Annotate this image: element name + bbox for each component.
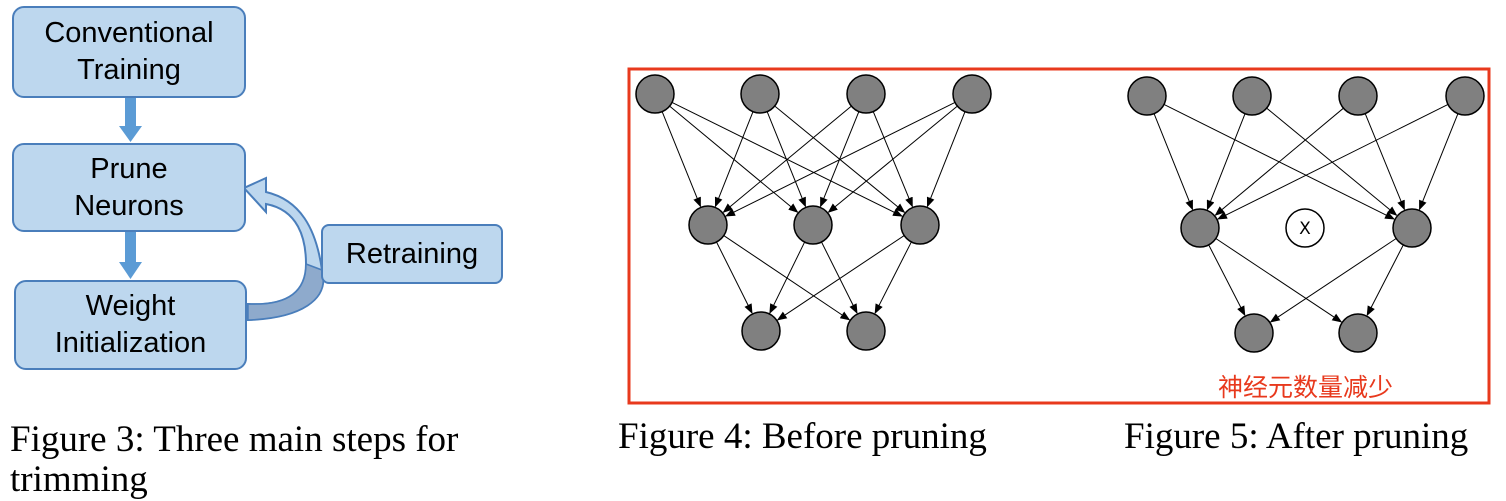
flow-arrow-1 <box>119 98 142 142</box>
neuron-node <box>1392 208 1432 248</box>
connection-edge <box>722 105 852 213</box>
figure5-caption: Figure 5: After pruning <box>1124 416 1469 457</box>
neuron-node <box>1232 76 1272 116</box>
neuron-node <box>1338 313 1378 353</box>
connection-edge <box>1214 107 1344 216</box>
neuron-node <box>1445 76 1485 116</box>
neuron-node <box>952 74 992 114</box>
connection-edge <box>1215 238 1343 323</box>
connection-edge <box>725 101 956 217</box>
neuron-node <box>1338 76 1378 116</box>
retraining-loop-shadow <box>247 262 324 321</box>
network-before-pruning <box>635 74 992 351</box>
step-weight-initialization: Weight Initialization <box>14 280 247 370</box>
step-conventional-training: Conventional Training <box>12 6 246 98</box>
connection-edge <box>769 241 806 314</box>
figure3-caption: Figure 3: Three main steps for <box>10 419 459 460</box>
network-frame <box>627 67 1491 405</box>
connection-edge <box>926 111 966 208</box>
figure3-caption-continued: trimming <box>10 459 148 500</box>
neuron-node <box>900 205 940 245</box>
connection-edge <box>820 111 860 208</box>
connection-edge <box>661 111 701 208</box>
neuron-node <box>1127 76 1167 116</box>
neuron-node <box>741 311 781 351</box>
connection-edge <box>1217 104 1449 220</box>
step-conventional-training-label: Conventional Training <box>44 17 214 86</box>
network-after-pruning: X <box>1127 76 1485 353</box>
connection-edge <box>714 111 754 208</box>
connection-edge <box>821 241 858 315</box>
retraining-box: Retraining <box>321 224 503 284</box>
connection-edge <box>1366 244 1404 317</box>
neuron-node <box>793 205 833 245</box>
connection-edge <box>1364 113 1405 211</box>
connection-edge <box>874 241 912 315</box>
step-weight-initialization-label: Weight Initialization <box>54 290 207 359</box>
pruned-mark: X <box>1299 219 1311 239</box>
connection-edge <box>1266 107 1398 216</box>
neuron-node <box>846 74 886 114</box>
step-prune-neurons: Prune Neurons <box>12 143 246 232</box>
retraining-label: Retraining <box>345 237 479 270</box>
pruned-neuron-node <box>1285 208 1325 248</box>
connection-edge <box>716 241 753 315</box>
connection-edge <box>827 105 958 213</box>
neuron-node <box>1234 313 1274 353</box>
flow-arrow-2 <box>119 232 142 279</box>
neuron-node <box>1180 208 1220 248</box>
connection-edge <box>776 235 905 321</box>
connection-edge <box>1208 244 1246 317</box>
neuron-node <box>635 74 675 114</box>
neuron-node <box>846 311 886 351</box>
connection-edge <box>766 111 806 208</box>
connection-edge <box>1206 113 1246 211</box>
connection-edge <box>1269 238 1397 323</box>
connection-edge <box>1418 113 1459 211</box>
neuron-reduction-note: 神经元数量减少 <box>1218 373 1394 402</box>
neuron-node <box>740 74 780 114</box>
connection-edge <box>1153 113 1194 211</box>
neuron-node <box>688 205 728 245</box>
figure4-caption: Figure 4: Before pruning <box>618 416 987 457</box>
step-prune-neurons-label: Prune Neurons <box>74 152 184 222</box>
